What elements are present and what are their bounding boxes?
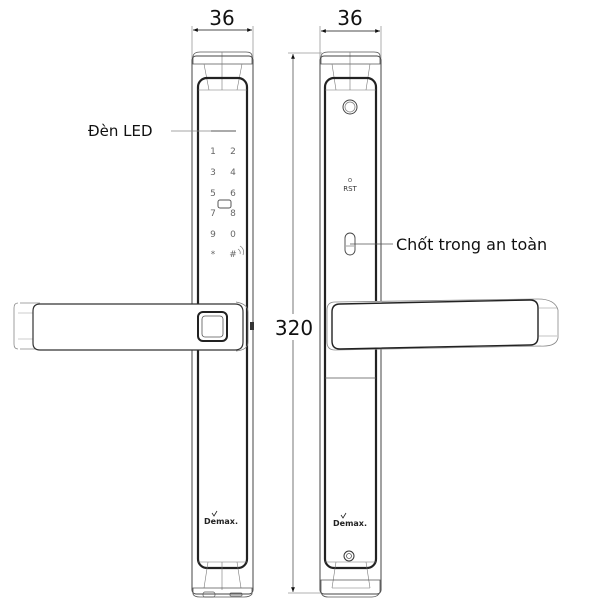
front-width-label: 36 [209, 6, 234, 30]
svg-text:2: 2 [230, 147, 236, 157]
svg-text:7: 7 [210, 209, 216, 219]
front-width-dimension: 36 [191, 6, 254, 58]
svg-text:0: 0 [230, 230, 236, 240]
front-view: 36 Đèn LED 1 2 3 4 5 6 7 8 9 0 * # [13, 6, 254, 598]
safety-latch-label: Chốt trong an toàn [396, 235, 547, 254]
height-label: 320 [275, 316, 313, 340]
front-handle [13, 301, 254, 352]
svg-text:6: 6 [230, 189, 236, 199]
height-dimension: 320 [272, 52, 322, 594]
back-handle [326, 298, 559, 351]
svg-text:1: 1 [210, 147, 216, 157]
back-view: 36 320 RST Chốt trong an toàn [272, 6, 559, 598]
svg-text:5: 5 [210, 189, 216, 199]
back-width-label: 36 [337, 6, 362, 30]
back-brand: Demax. [333, 519, 367, 528]
svg-text:3: 3 [210, 168, 216, 178]
svg-text:9: 9 [210, 230, 216, 240]
led-label: Đèn LED [88, 122, 153, 140]
svg-text:#: # [229, 250, 237, 260]
back-width-dimension: 36 [319, 6, 382, 58]
svg-text:*: * [211, 250, 216, 260]
svg-text:4: 4 [230, 168, 236, 178]
keypad: 1 2 3 4 5 6 7 8 9 0 * # [210, 147, 237, 260]
reset-label: RST [343, 185, 357, 193]
front-brand: Demax. [204, 517, 238, 526]
svg-text:8: 8 [230, 209, 236, 219]
